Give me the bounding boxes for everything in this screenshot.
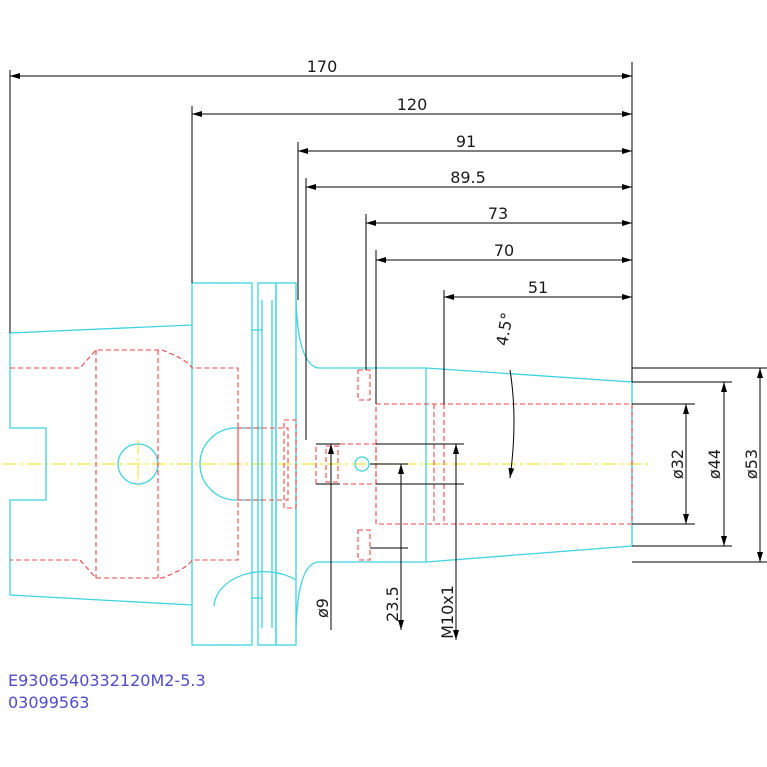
dim-89-5: 89.5 bbox=[450, 168, 486, 187]
dim-depth: 23.5 bbox=[383, 586, 402, 622]
dim-dia-44: ø44 bbox=[705, 449, 724, 479]
dim-170: 170 bbox=[307, 57, 338, 76]
dim-51: 51 bbox=[528, 278, 548, 297]
dim-thread: M10x1 bbox=[438, 585, 457, 639]
dim-angle: 4.5° bbox=[492, 311, 517, 347]
part-outline bbox=[9, 282, 633, 646]
dim-120: 120 bbox=[397, 95, 428, 114]
dim-91: 91 bbox=[456, 132, 476, 151]
part-code-line-1: E9306540332120M2-5.3 bbox=[8, 671, 206, 690]
dim-70: 70 bbox=[494, 241, 514, 260]
part-code-line-2: 03099563 bbox=[8, 693, 89, 712]
dim-dia-32: ø32 bbox=[668, 449, 687, 479]
dimension-lines bbox=[9, 62, 767, 640]
dim-73: 73 bbox=[488, 204, 508, 223]
dim-dia-9: ø9 bbox=[313, 598, 332, 618]
dim-dia-53: ø53 bbox=[742, 449, 761, 479]
